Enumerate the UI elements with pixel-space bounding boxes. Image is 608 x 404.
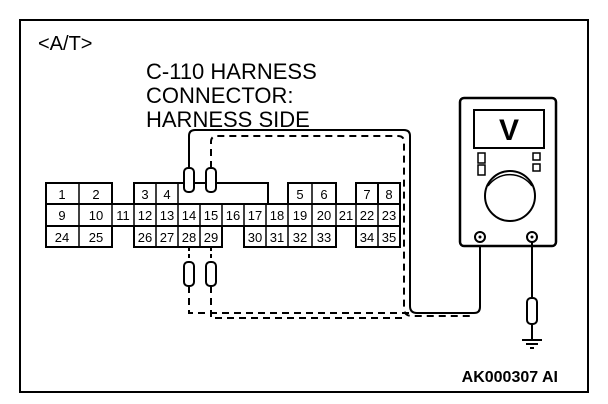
probe-tip-pin-15 <box>205 167 217 193</box>
pin-label: 28 <box>182 230 196 245</box>
probe-wire-dashed-top <box>210 135 474 317</box>
ground-icon <box>522 324 542 349</box>
pin-label: 9 <box>58 208 65 223</box>
pin-label: 32 <box>293 230 307 245</box>
pin-label: 2 <box>92 187 99 202</box>
pin-label: 20 <box>317 208 331 223</box>
ground-probe-tip <box>526 297 538 325</box>
probe-tip-pin-29 <box>205 261 217 287</box>
range-switch-icon <box>477 164 486 176</box>
pin-numbers: 1 2 3 4 5 6 7 8 9 10 11 12 13 14 15 16 1… <box>55 187 396 245</box>
pin-label: 11 <box>116 208 130 223</box>
mode-label: <A/T> <box>38 33 92 55</box>
pin-label: 16 <box>226 208 240 223</box>
pin-label: 25 <box>89 230 103 245</box>
pin-label: 29 <box>204 230 218 245</box>
pin-label: 10 <box>89 208 103 223</box>
probe-wire-solid-top <box>188 129 481 314</box>
range-switch-icon <box>532 163 541 172</box>
bottom-probes <box>183 247 217 287</box>
probe-tip-pin-28 <box>183 261 195 287</box>
pin-label: 19 <box>293 208 307 223</box>
pin-label: 23 <box>382 208 396 223</box>
pin-label: 33 <box>317 230 331 245</box>
pin-label: 34 <box>360 230 374 245</box>
connector-cell-dividers <box>78 183 379 247</box>
pin-label: 7 <box>363 187 370 202</box>
figure-code: AK000307 AI <box>462 369 558 386</box>
pin-label: 3 <box>141 187 148 202</box>
pin-label: 24 <box>55 230 69 245</box>
pin-label: 8 <box>385 187 392 202</box>
voltmeter-symbol: V <box>499 114 519 147</box>
figure-frame <box>19 19 589 393</box>
pin-label: 17 <box>248 208 262 223</box>
pin-label: 4 <box>163 187 170 202</box>
pin-label: 1 <box>58 187 65 202</box>
pin-label: 22 <box>360 208 374 223</box>
voltmeter: V <box>458 96 558 248</box>
top-probes <box>183 167 217 193</box>
pin-label: 26 <box>138 230 152 245</box>
pin-label: 15 <box>204 208 218 223</box>
pin-label: 12 <box>138 208 152 223</box>
probe-tip-pin-14 <box>183 167 195 193</box>
pin-label: 31 <box>270 230 284 245</box>
range-switch-icon <box>477 152 486 164</box>
pin-label: 21 <box>339 208 353 223</box>
probe-wire-dashed-bottom-28 <box>188 286 410 314</box>
pin-label: 14 <box>182 208 196 223</box>
pin-label: 30 <box>248 230 262 245</box>
pin-label: 18 <box>270 208 284 223</box>
pin-label: 6 <box>320 187 327 202</box>
voltmeter-dial <box>484 170 536 222</box>
voltmeter-display <box>473 109 545 149</box>
range-switch-icon <box>532 152 541 161</box>
pin-label: 27 <box>160 230 174 245</box>
title-line-1: C-110 HARNESS <box>146 59 317 84</box>
title-line-2: CONNECTOR: <box>146 83 294 108</box>
pin-label: 35 <box>382 230 396 245</box>
pin-label: 5 <box>296 187 303 202</box>
title-line-3: HARNESS SIDE <box>146 107 310 132</box>
pin-label: 13 <box>160 208 174 223</box>
probe-wire-dashed-bottom-29 <box>210 286 404 319</box>
